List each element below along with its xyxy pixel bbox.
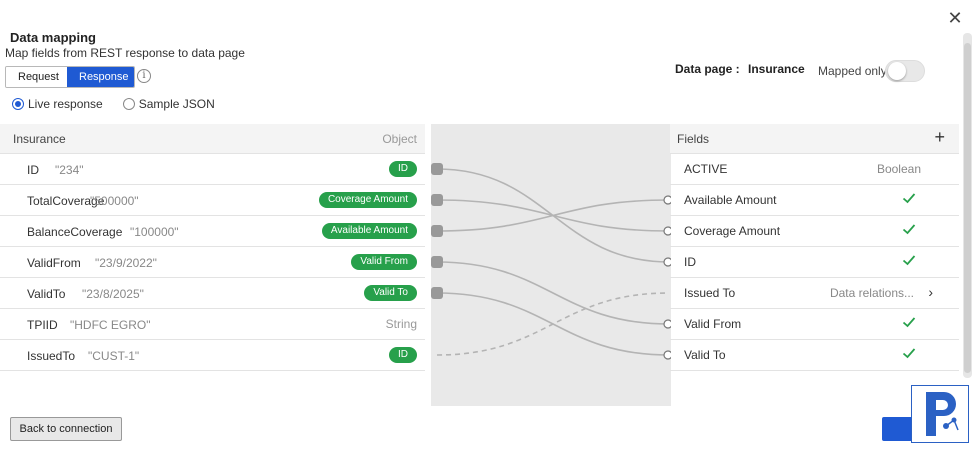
target-row[interactable]: Valid To (670, 340, 959, 371)
target-field-type: Data relations... (829, 286, 914, 300)
mapped-target-pill[interactable]: ID (389, 347, 417, 363)
dialog-subtitle: Map fields from REST response to data pa… (5, 46, 245, 60)
back-to-connection-button[interactable]: Back to connection (10, 417, 122, 441)
source-handle[interactable] (431, 163, 443, 175)
target-row[interactable]: Available Amount (670, 185, 959, 216)
target-field-name: Coverage Amount (684, 224, 781, 238)
target-field-name: Valid From (684, 317, 742, 331)
data-page-label: Data page : (675, 62, 740, 76)
source-field-value: "23/8/2025" (82, 287, 144, 301)
source-handle[interactable] (431, 194, 443, 206)
source-root-name: Insurance (13, 132, 66, 146)
source-field-value: "234" (55, 163, 84, 177)
check-icon (902, 317, 916, 328)
sample-json-radio[interactable] (122, 98, 135, 110)
target-field-name: Valid To (684, 348, 726, 362)
connection-line[interactable] (436, 261, 670, 325)
target-field-name: Available Amount (684, 193, 777, 207)
source-row: IssuedTo "CUST-1" ID (0, 340, 425, 371)
target-field-type: Boolean (876, 162, 921, 176)
live-response-radio[interactable] (12, 98, 24, 110)
source-row: TotalCoverage"500000" Coverage Amount (0, 185, 425, 216)
source-field-name: BalanceCoverage (27, 225, 123, 239)
source-field-value: "CUST-1" (88, 349, 140, 363)
source-field-value: "23/9/2022" (95, 256, 157, 270)
scrollbar-thumb[interactable] (964, 43, 971, 373)
fields-heading: Fields (677, 132, 710, 146)
source-field-value: "100000" (130, 225, 179, 239)
source-field-name: ID (27, 163, 39, 177)
mapped-target-pill[interactable]: Valid To (364, 285, 417, 301)
add-field-icon[interactable]: + (934, 127, 945, 147)
connection-line[interactable] (436, 292, 670, 356)
source-table-header: Insurance Object (0, 124, 425, 154)
source-handle[interactable] (431, 287, 443, 299)
check-icon (902, 224, 916, 235)
target-row[interactable]: Issued To Data relations... › (670, 278, 959, 309)
mapped-target-pill[interactable]: Coverage Amount (318, 192, 417, 208)
channel-logo (911, 385, 969, 443)
connection-line[interactable] (436, 199, 670, 232)
check-icon (902, 255, 916, 266)
mapped-target-pill[interactable]: ID (389, 161, 417, 177)
target-table-header: Fields + (670, 124, 959, 154)
request-response-toggle: Request Response (5, 66, 135, 88)
target-row[interactable]: Valid From (670, 309, 959, 340)
mapping-connections (431, 163, 673, 360)
source-field-type: String (385, 317, 417, 331)
target-field-name: ID (684, 255, 696, 269)
request-tab[interactable]: Request (6, 67, 67, 87)
source-row: BalanceCoverage "100000" Available Amount (0, 216, 425, 247)
check-icon (902, 193, 916, 204)
vertical-scrollbar[interactable] (963, 33, 972, 378)
close-icon[interactable]: ✕ (947, 8, 963, 28)
live-response-label[interactable]: Live response (28, 97, 103, 111)
mapping-canvas (431, 124, 673, 406)
mapped-only-toggle[interactable] (885, 60, 925, 82)
source-field-name: TPIID (27, 318, 58, 332)
check-icon (902, 348, 916, 359)
source-row: ID "234" ID (0, 154, 425, 185)
source-field-name: TotalCoverage (27, 194, 105, 208)
source-field-name: IssuedTo (27, 349, 76, 363)
info-icon[interactable]: i (137, 69, 151, 83)
chevron-right-icon[interactable]: › (928, 284, 933, 300)
response-source-radio-group: Live response Sample JSON (12, 97, 235, 111)
sample-json-label[interactable]: Sample JSON (138, 97, 215, 111)
source-row: TPIID "HDFC EGRO" String (0, 309, 425, 340)
target-row[interactable]: ACTIVE Boolean (670, 154, 959, 185)
source-field-value: "500000" (90, 194, 139, 208)
mapped-target-pill[interactable]: Available Amount (321, 223, 417, 239)
data-page-value: Insurance (748, 62, 805, 76)
target-row[interactable]: Coverage Amount (670, 216, 959, 247)
target-field-name: Issued To (684, 286, 736, 300)
dialog-title: Data mapping (10, 30, 96, 45)
response-tab[interactable]: Response (67, 67, 134, 87)
source-field-name: ValidFrom (27, 256, 81, 270)
source-handle[interactable] (431, 256, 443, 268)
source-root-type: Object (382, 132, 417, 146)
source-field-value: "HDFC EGRO" (70, 318, 151, 332)
mapped-only-label: Mapped only (818, 64, 887, 78)
source-row: ValidFrom "23/9/2022" Valid From (0, 247, 425, 278)
source-row: ValidTo "23/8/2025" Valid To (0, 278, 425, 309)
mapped-target-pill[interactable]: Valid From (351, 254, 417, 270)
target-field-name: ACTIVE (684, 162, 728, 176)
source-field-name: ValidTo (27, 287, 66, 301)
target-row[interactable]: ID (670, 247, 959, 278)
source-handle[interactable] (431, 225, 443, 237)
